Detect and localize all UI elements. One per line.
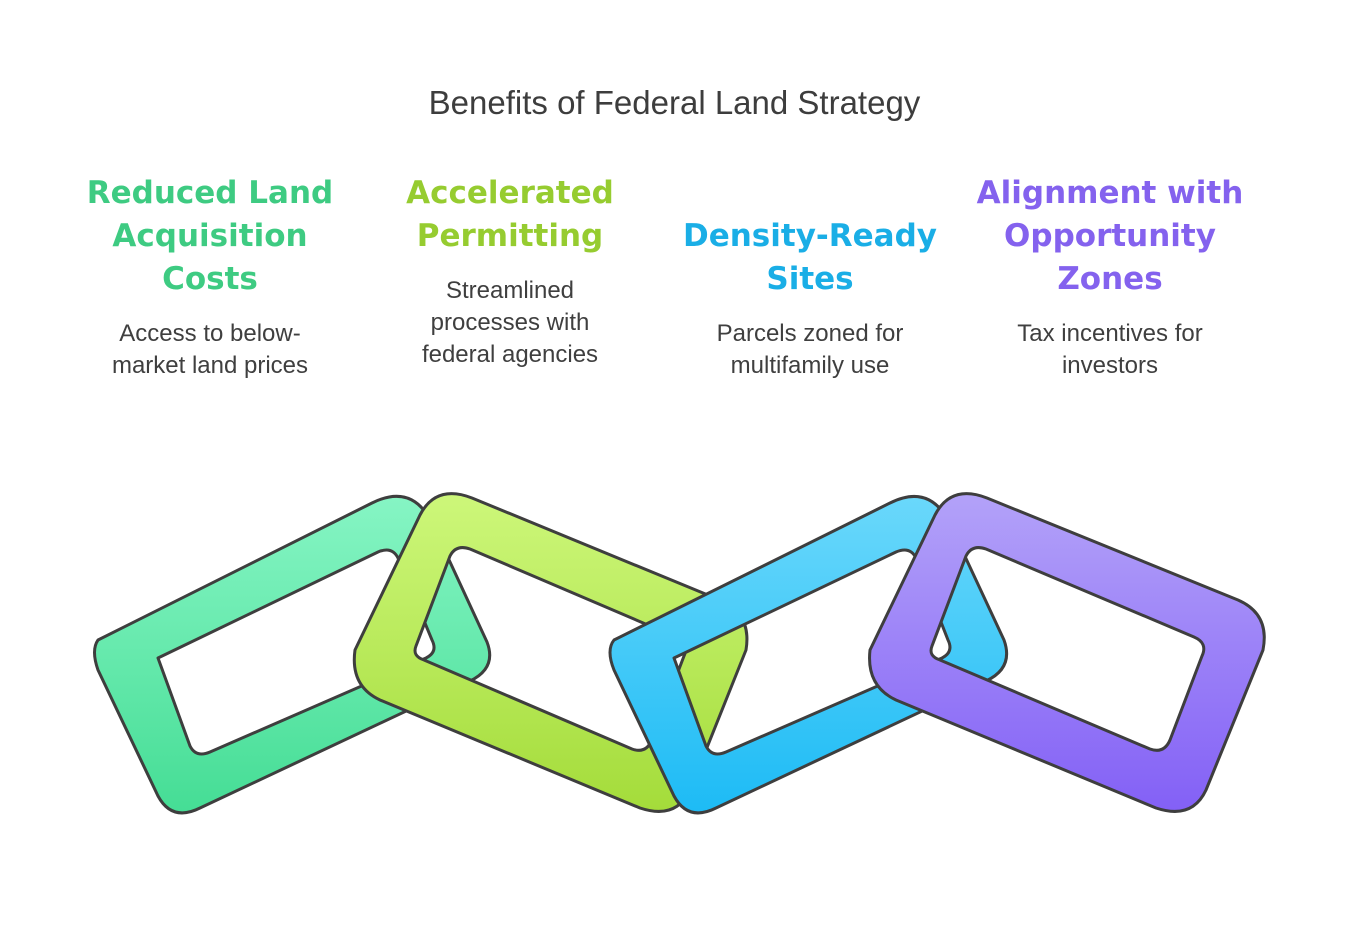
benefit-description: Tax incentives for investors <box>1017 320 1203 379</box>
diagram-title: Benefits of Federal Land Strategy <box>428 84 921 121</box>
benefit-accelerated-permitting: Accelerated Permitting Streamlined proce… <box>360 172 660 371</box>
benefit-reduced-land-costs: Reduced Land Acquisition Costs Access to… <box>60 172 360 382</box>
benefit-heading: Accelerated Permitting <box>406 175 614 254</box>
benefit-opportunity-zones: Alignment with Opportunity Zones Tax inc… <box>960 172 1260 382</box>
benefit-heading: Density-Ready Sites <box>682 218 937 297</box>
benefit-description: Parcels zoned for multifamily use <box>716 320 904 379</box>
benefit-heading: Reduced Land Acquisition Costs <box>86 175 334 297</box>
chain-link-lime <box>352 492 749 813</box>
benefit-density-ready-sites: Density-Ready Sites Parcels zoned for mu… <box>660 215 960 382</box>
chain-link-purple <box>868 492 1266 813</box>
benefit-heading: Alignment with Opportunity Zones <box>976 175 1244 297</box>
benefit-description: Streamlined processes with federal agenc… <box>421 277 599 368</box>
benefit-description: Access to below- market land prices <box>111 320 309 379</box>
